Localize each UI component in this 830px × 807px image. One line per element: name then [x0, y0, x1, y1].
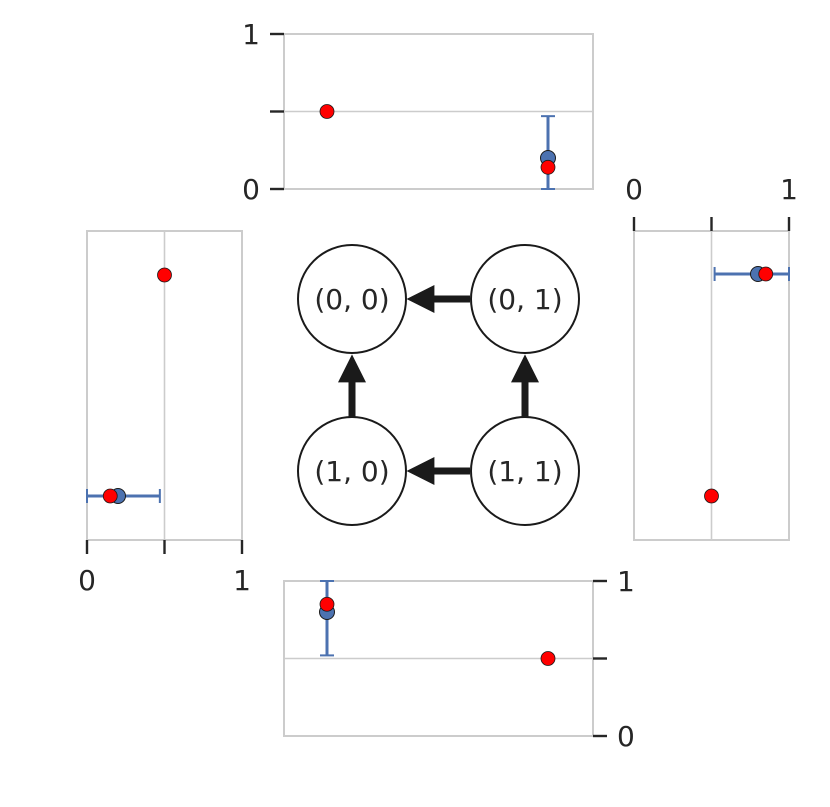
panel-bottom: 01	[283, 565, 635, 753]
node-1-0-label: (1, 0)	[314, 455, 389, 488]
node-0-1: (0, 1)	[470, 244, 580, 354]
panel-top: 01	[242, 18, 594, 206]
panel-bottom-tick-label-0: 0	[617, 720, 635, 753]
node-1-1-label: (1, 1)	[487, 455, 562, 488]
panel-left-tick-label-0: 0	[78, 564, 96, 597]
panel-top-point-0-truth-marker	[319, 104, 335, 119]
panel-right-tick-label-2: 1	[780, 173, 798, 206]
panel-right-tick-label-0: 0	[625, 173, 643, 206]
panel-left-tick-label-2: 1	[233, 564, 251, 597]
node-1-0: (1, 0)	[297, 416, 407, 526]
state-graph: (0, 0) (0, 1) (1, 0) (1, 1)	[297, 244, 580, 526]
node-0-0-label: (0, 0)	[314, 283, 389, 316]
panel-bottom-point-1-truth-marker	[540, 651, 556, 666]
panel-left-point-0-truth-marker	[157, 267, 172, 283]
panel-bottom-point-0-truth-marker	[319, 596, 335, 612]
panel-bottom-tick-label-2: 1	[617, 565, 635, 598]
node-0-1-label: (0, 1)	[487, 283, 562, 316]
node-1-1: (1, 1)	[470, 416, 580, 526]
panel-top-tick-label-0: 0	[242, 173, 260, 206]
panel-left-point-1-truth-marker	[102, 488, 118, 504]
panel-right-point-1-truth-marker	[704, 488, 719, 504]
panel-right-point-0-truth-marker	[758, 266, 774, 282]
panel-top-tick-label-2: 1	[242, 18, 260, 51]
panel-top-point-1-truth-marker	[540, 159, 556, 175]
node-0-0: (0, 0)	[297, 244, 407, 354]
